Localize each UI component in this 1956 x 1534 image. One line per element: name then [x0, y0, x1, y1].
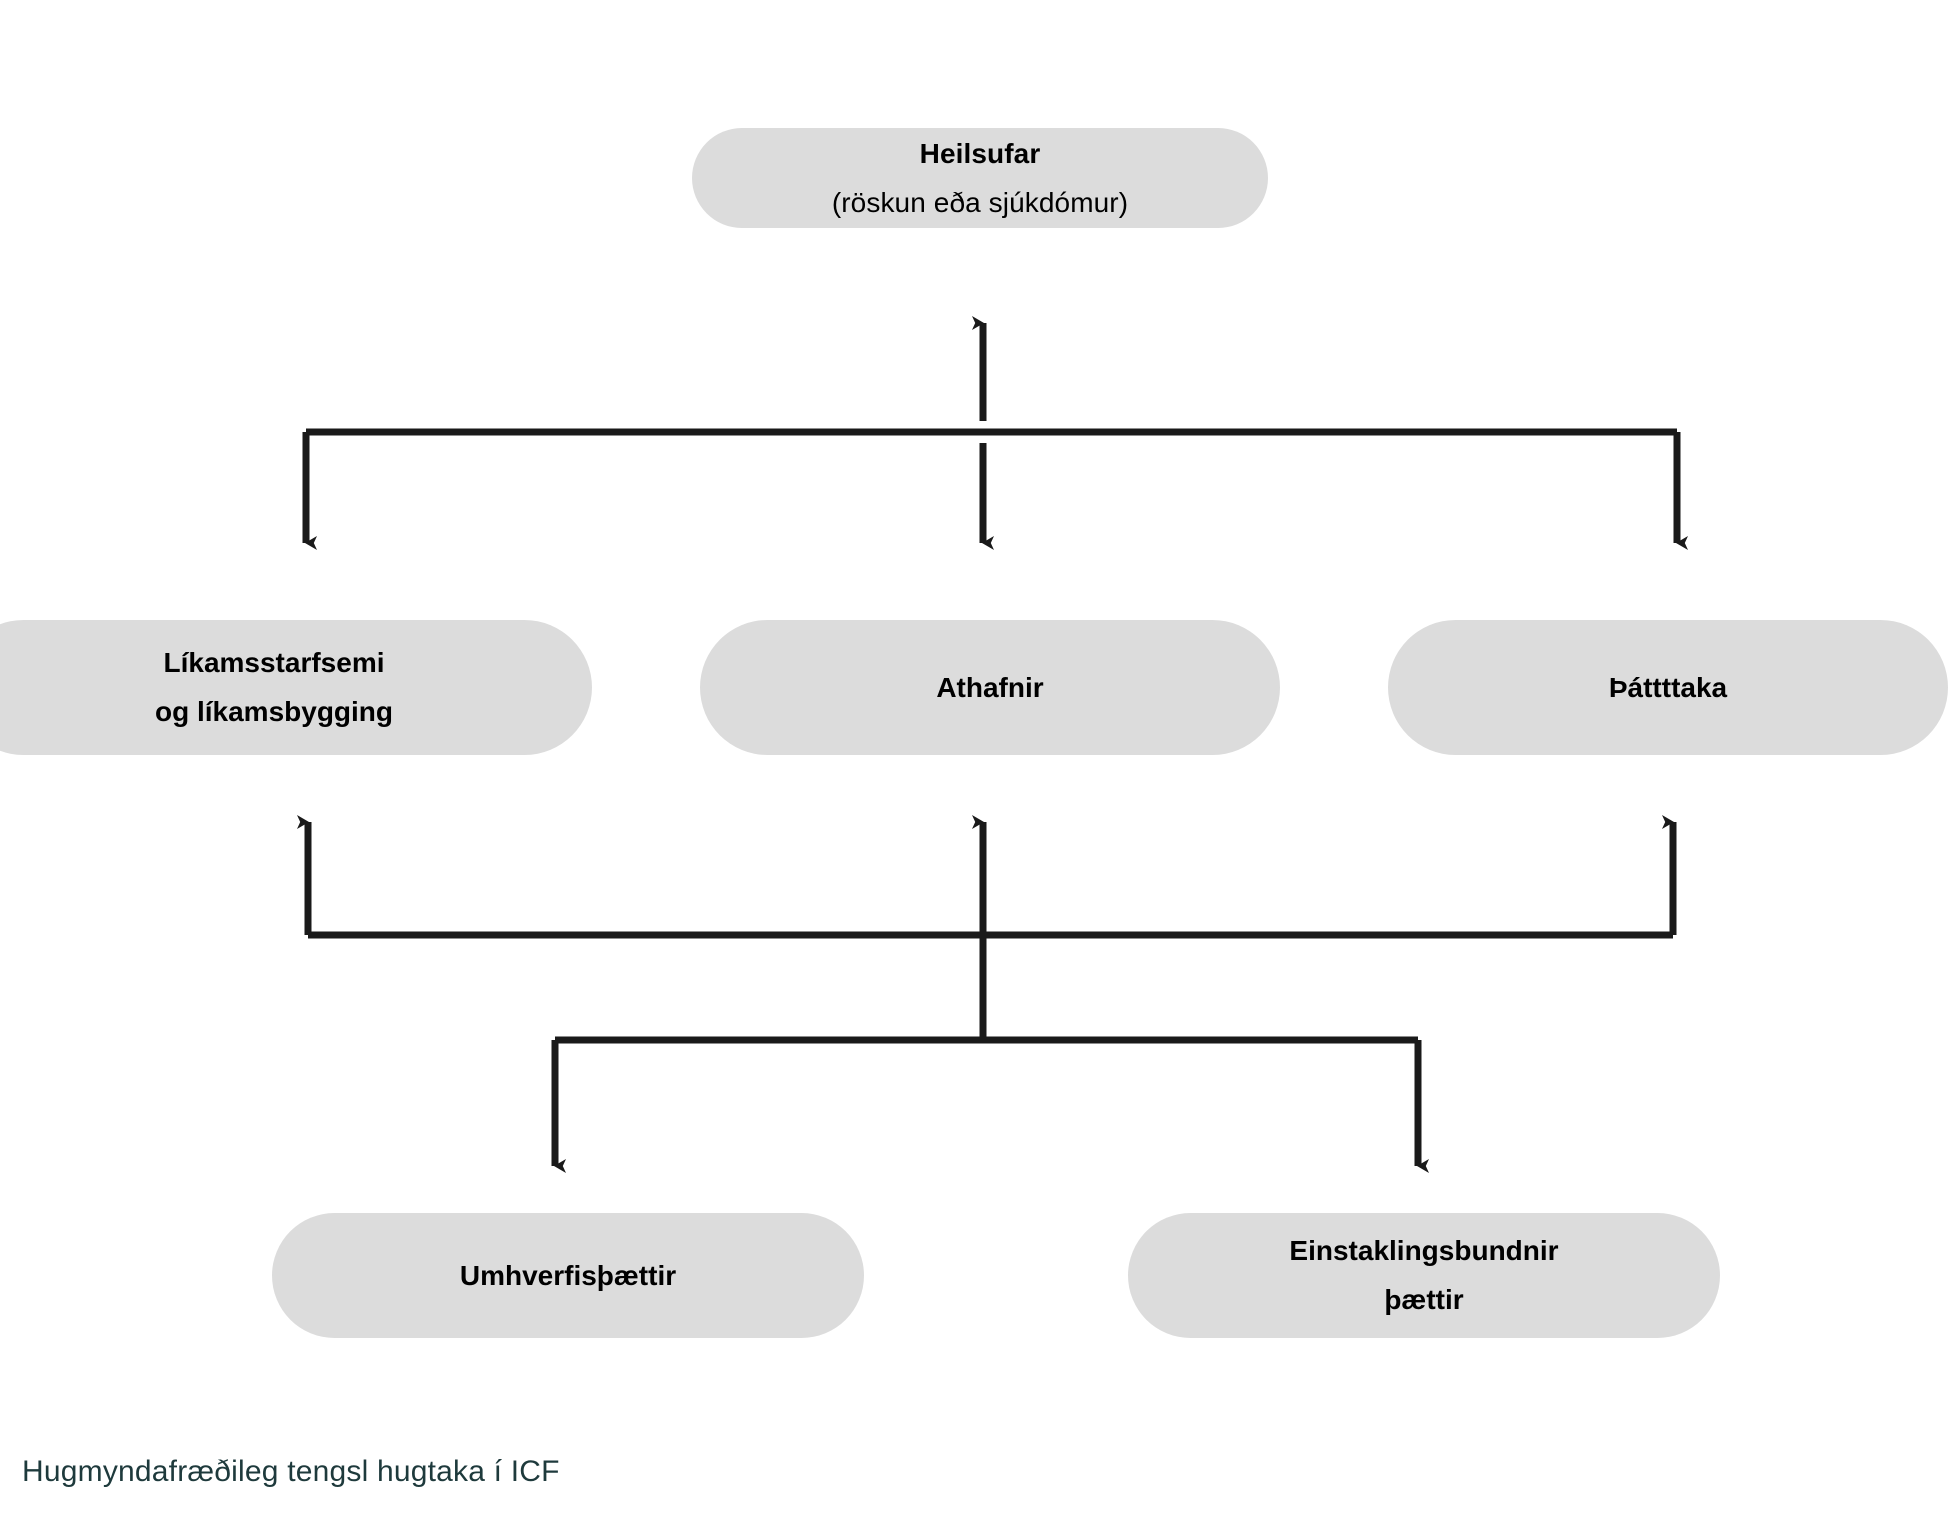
node-body-functions-text: Líkamsstarfsemi og líkamsbygging — [137, 629, 411, 745]
node-participation: Þáttttaka — [1388, 620, 1948, 755]
node-environmental-factors: Umhverfisþættir — [272, 1213, 864, 1338]
node-health-condition: Heilsufar (röskun eða sjúkdómur) — [692, 128, 1268, 228]
node-participation-label: Þáttttaka — [1608, 671, 1728, 703]
node-activities: Athafnir — [700, 620, 1280, 755]
node-personal-factors-line1: Einstaklingsbundnir — [1289, 1235, 1559, 1267]
node-body-functions-line1: Líkamsstarfsemi — [163, 647, 385, 679]
node-personal-factors-line2: þættir — [1384, 1284, 1464, 1316]
node-body-functions-line2: og líkamsbygging — [154, 696, 394, 728]
node-health-condition-text: Heilsufar (röskun eða sjúkdómur) — [814, 120, 1146, 236]
node-environmental-factors-label: Umhverfisþættir — [459, 1259, 677, 1291]
node-personal-factors: Einstaklingsbundnir þættir — [1128, 1213, 1720, 1338]
node-body-functions: Líkamsstarfsemi og líkamsbygging — [0, 620, 592, 755]
node-activities-label: Athafnir — [936, 671, 1044, 703]
node-health-condition-line2: (röskun eða sjúkdómur) — [831, 186, 1129, 218]
node-health-condition-line1: Heilsufar — [919, 137, 1041, 169]
node-personal-factors-text: Einstaklingsbundnir þættir — [1271, 1217, 1576, 1333]
diagram-caption: Hugmyndafræðileg tengsl hugtaka í ICF — [22, 1455, 560, 1488]
